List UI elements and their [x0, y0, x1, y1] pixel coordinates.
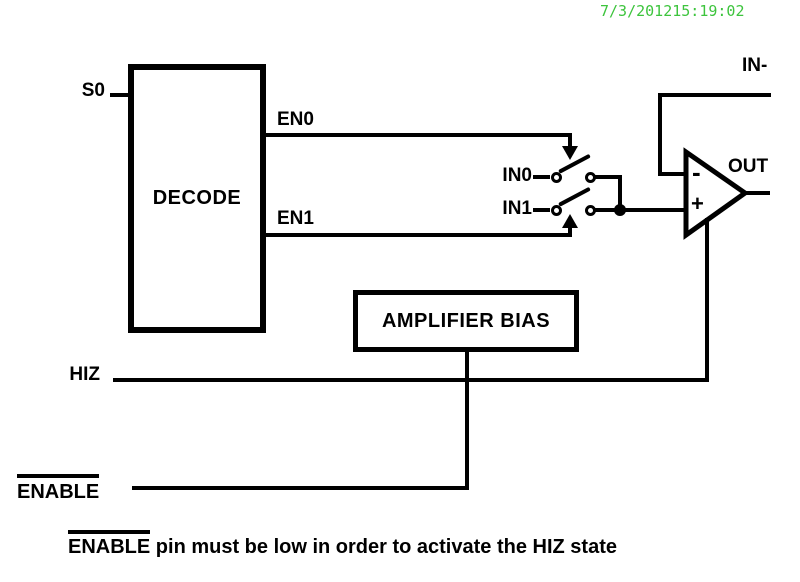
- amplifier-bias-label: AMPLIFIER BIAS: [381, 309, 551, 332]
- wire-bus-to-opamp-plus: [595, 208, 684, 212]
- pin-label-hiz: HIZ: [69, 364, 100, 385]
- in0-switch-terminal-right: [585, 172, 596, 183]
- in0-switch-terminal-left: [551, 172, 562, 183]
- wire-in-minus-horizontal: [658, 93, 771, 97]
- wire-bias-vertical: [465, 352, 469, 490]
- wire-enable-horizontal: [132, 486, 469, 490]
- wire-in0-to-bus: [595, 175, 622, 179]
- timestamp: 7/3/201215:19:02: [600, 2, 745, 20]
- net-label-en0: EN0: [277, 109, 314, 130]
- wire-in-minus-vertical: [658, 93, 662, 176]
- pin-label-in-minus: IN-: [742, 55, 768, 76]
- wire-en0-vertical: [568, 135, 572, 147]
- en1-arrowhead-icon: [562, 214, 578, 228]
- in1-switch-blade: [558, 186, 591, 207]
- wire-s0: [110, 93, 130, 97]
- wire-opamp-to-hiz: [705, 218, 709, 382]
- decode-block: DECODE: [128, 64, 266, 333]
- decode-block-label: DECODE: [152, 187, 242, 209]
- wire-en1-vertical: [568, 228, 572, 235]
- wire-in1-stub: [533, 208, 550, 212]
- pin-label-in0: IN0: [502, 165, 532, 186]
- wire-en0-horizontal: [266, 133, 572, 137]
- pin-label-in1: IN1: [502, 198, 532, 219]
- pin-label-enable: ENABLE: [17, 474, 100, 504]
- opamp-plus-input-label: +: [691, 191, 704, 216]
- en0-arrowhead-icon: [562, 146, 578, 160]
- pin-label-s0: S0: [81, 80, 105, 101]
- in1-switch-terminal-right: [585, 205, 596, 216]
- net-label-en1: EN1: [277, 208, 314, 229]
- wire-hiz-horizontal: [113, 378, 709, 382]
- wire-in-minus-stub: [658, 172, 688, 176]
- caption-enable-word: ENABLE: [68, 530, 151, 559]
- wire-switch-bus-vertical: [618, 175, 622, 212]
- wire-en1-horizontal: [266, 233, 572, 237]
- caption: ENABLE pin must be low in order to activ…: [68, 530, 617, 559]
- enable-overline: ENABLE: [17, 474, 100, 504]
- wire-out: [743, 191, 770, 195]
- pin-label-out: OUT: [728, 156, 769, 177]
- opamp-triangle: [683, 147, 750, 240]
- caption-text: pin must be low in order to activate the…: [150, 536, 617, 558]
- amplifier-bias-block: AMPLIFIER BIAS: [353, 290, 579, 352]
- opamp-minus-input-label: -: [692, 157, 701, 187]
- in1-switch-terminal-left: [551, 205, 562, 216]
- wire-in0-stub: [533, 175, 550, 179]
